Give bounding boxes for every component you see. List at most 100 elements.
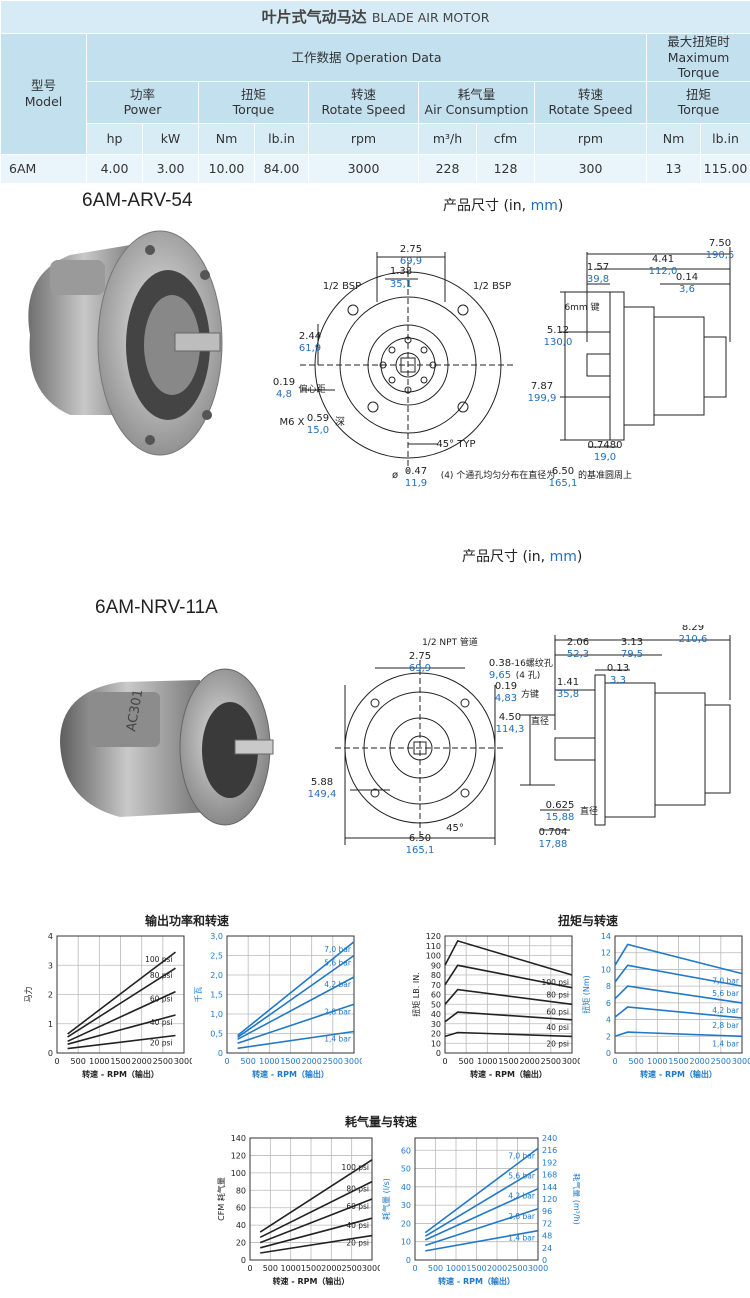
dim-label: 0.7480 [588,440,623,451]
y-tick-label: 60 [401,1146,411,1155]
dim-label: 0.19 [273,377,295,388]
y2-tick-label: 168 [542,1171,557,1180]
y-tick-label: 1 [48,1020,53,1029]
unit-cell: hp [86,122,143,155]
y-tick-label: 12 [601,949,611,958]
y-tick-label: 4 [606,1016,611,1025]
dim-label: 7.50 [709,238,731,249]
dim-label: 130,0 [544,337,573,348]
dim-label: 210,6 [679,634,708,645]
x-tick-label: 1500 [110,1057,130,1066]
series-label: 60 psi [150,995,173,1004]
x-tick-label: 1000 [477,1057,497,1066]
series-line [444,939,573,976]
chart-title-power: 输出功率和转速 [145,914,230,928]
x-tick-label: 1500 [498,1057,518,1066]
dim-label: 0.13 [607,663,629,674]
x-tick-label: 500 [629,1057,644,1066]
y2-tick-label: 216 [542,1146,557,1155]
dimension-title: 产品尺寸 (in, mm) [462,549,583,565]
series-line [259,1198,373,1244]
series-label: 1,4 bar [324,1035,352,1044]
product-name: 6AM-ARV-54 [82,190,193,211]
y-tick-label: 0 [606,1049,611,1058]
dim-label: 69,9 [400,256,422,267]
plot-frame [56,935,185,1054]
x-tick-label: 500 [241,1057,256,1066]
series-line [444,964,573,989]
unit-cell: Nm [646,122,701,155]
plot-frame [414,1137,539,1261]
dim-label: 9,65 [489,670,511,681]
dim-label: 2.75 [400,244,422,255]
series-label: 2,8 bar [324,1007,352,1016]
x-tick-label: 2500 [153,1057,173,1066]
x-tick-label: 1000 [446,1264,466,1273]
series-line [614,943,743,975]
x-tick-label: 2500 [711,1057,731,1066]
dim-label: 的基准圆周上 [578,469,632,481]
series-line [425,1229,539,1252]
y-tick-label: 0 [436,1049,441,1058]
dim-label: 45° [446,823,464,834]
dim-label: 15,0 [307,425,329,436]
x-tick-label: 2500 [507,1264,527,1273]
series-line [237,954,355,1039]
x-tick-label: 0 [247,1264,252,1273]
dim-label: 52,3 [567,649,589,660]
series-line [424,1147,539,1234]
y-tick-label: 140 [231,1134,246,1143]
dim-label: 深 [335,416,345,428]
series-label: 7,0 bar [324,945,352,954]
series-label: 5,6 bar [508,1172,536,1181]
y-axis-label: 耗气量 (l/s) [381,1178,391,1220]
dim-label: 直径 [531,715,549,727]
series-line [424,1187,539,1241]
x-tick-label: 500 [71,1057,86,1066]
x-tick-label: 500 [263,1264,278,1273]
series-label: 4,2 bar [712,1006,740,1015]
y-tick-label: 2,5 [210,952,223,961]
y-tick-label: 3,0 [210,932,223,941]
max-torque-header: 最大扭矩时 Maximum Torque [645,33,750,82]
series-line [259,1159,373,1233]
unit-cell: Nm [198,122,255,155]
y-tick-label: 40 [236,1221,246,1230]
unit-cell: kW [142,122,199,155]
y-tick-label: 110 [426,942,441,951]
series-line [260,1234,373,1254]
y-tick-label: 10 [401,1238,411,1247]
series-line [237,1030,355,1050]
y-tick-label: 0 [406,1256,411,1265]
y2-axis-label: 耗气量 (m³/h) [572,1173,580,1225]
y-tick-label: 100 [426,952,441,961]
y2-tick-label: 0 [542,1256,547,1265]
dim-label: 19,0 [594,452,616,463]
x-tick-label: 3000 [362,1264,380,1273]
series-label: 40 psi [150,1018,173,1027]
y-tick-label: 80 [431,971,441,980]
y-tick-label: 8 [606,982,611,991]
y-tick-label: 20 [236,1239,246,1248]
y-tick-label: 120 [426,932,441,941]
y2-tick-label: 144 [542,1183,557,1192]
cell: 4.00 [86,153,143,184]
series-line [67,990,176,1043]
operation-header: 工作数据 Operation Data [86,33,647,82]
series-label: 100 psi [542,978,569,987]
y-axis-label: 扭矩 (Nm) [581,975,591,1014]
dim-label: 1.38 [390,266,412,277]
y-axis-label: 扭矩 LB. IN. [411,972,421,1016]
x-tick-label: 2000 [301,1057,321,1066]
series-label: 60 psi [546,1007,569,1016]
series-label: 80 psi [546,991,569,1000]
dim-label: 0.47 [405,466,427,477]
dim-label: ø [392,470,398,481]
